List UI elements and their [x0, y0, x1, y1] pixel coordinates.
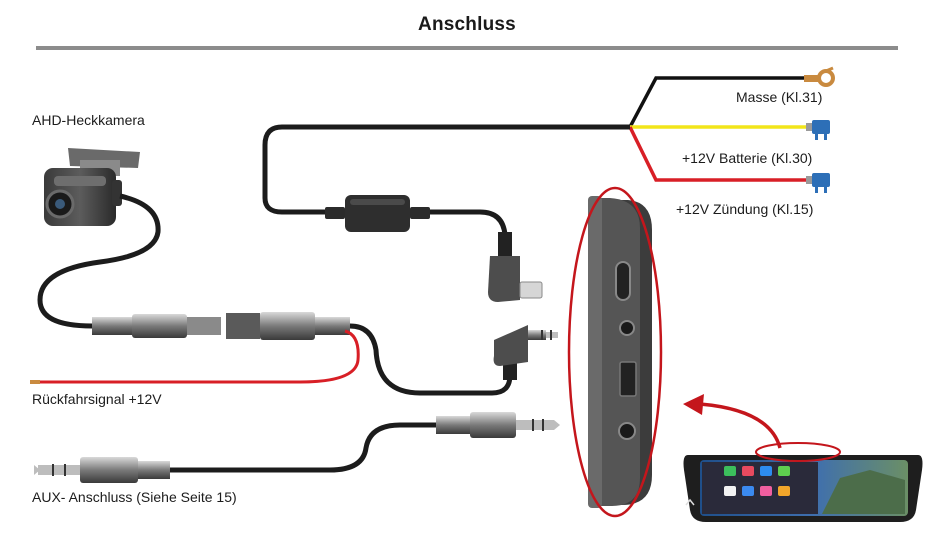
av-right-angle-plug [493, 325, 558, 380]
fuse-icon [806, 120, 830, 140]
arrow-icon [699, 402, 782, 449]
ignition-wire [628, 126, 806, 182]
monitor-highlight-ellipse [755, 442, 841, 462]
ground-wire [628, 76, 806, 128]
reverse-signal-label: Rückfahrsignal +12V [32, 391, 162, 407]
usb-c-plug [488, 232, 543, 302]
mirror-monitor-icon [683, 455, 923, 522]
camera-cable [37, 193, 161, 329]
fuse-icon [806, 173, 830, 193]
arrow-head [683, 394, 704, 415]
power-cable [262, 124, 630, 260]
aux-cable [170, 422, 438, 473]
ring-terminal-icon [804, 66, 835, 87]
zoom-highlight-ellipse [567, 186, 663, 518]
ignition-label: +12V Zündung (Kl.15) [676, 201, 814, 217]
page-title: Anschluss [418, 14, 516, 35]
camera-icon [44, 148, 140, 226]
ground-label: Masse (Kl.31) [736, 89, 823, 105]
filter-box [325, 195, 430, 232]
reverse-signal-wire [34, 329, 360, 384]
aux-label: AUX- Anschluss (Siehe Seite 15) [32, 489, 237, 505]
video-cable [349, 323, 513, 396]
camera-label: AHD-Heckkamera [32, 112, 145, 128]
camera-socket [226, 312, 350, 340]
power-wires [628, 76, 806, 182]
mirror-side-panel [588, 196, 652, 508]
title-rule [36, 46, 898, 50]
camera-plug [92, 314, 221, 338]
battery-label: +12V Batterie (Kl.30) [682, 150, 813, 166]
aux-plug-left [34, 457, 170, 483]
aux-plug-right [436, 412, 560, 438]
wire-end [30, 380, 40, 384]
